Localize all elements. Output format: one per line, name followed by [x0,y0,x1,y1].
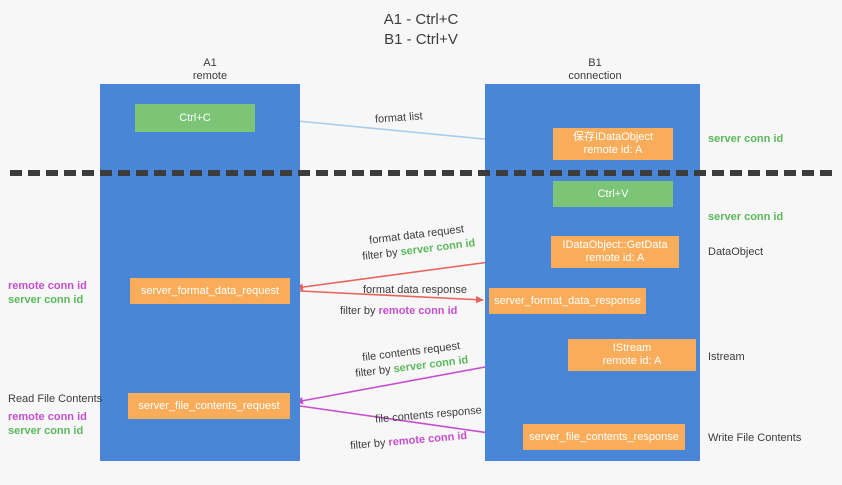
annotation-server-conn-id-mid: server conn id [708,211,784,223]
phase-divider [10,170,832,176]
annotation-istream: Istream [708,351,745,363]
node-server-file-contents-request[interactable]: server_file_contents_request [128,393,290,419]
filter-prefix: filter by [340,305,379,317]
annotation-read-file-contents: Read File Contents [8,393,103,405]
annotation-dataobject: DataObject [708,246,764,258]
node-server-file-contents-response[interactable]: server_file_contents_response [523,424,685,450]
filter-prefix: filter by [354,363,395,380]
annotation-remote-conn-id: remote conn id [8,411,87,423]
page-title: A1 - Ctrl+C B1 - Ctrl+V [383,11,459,48]
node-idataobject-getdata[interactable]: IDataObject::GetData remote id: A [551,236,679,268]
edge-label-format-data-response: format data response [363,284,467,296]
node-ctrl-v[interactable]: Ctrl+V [553,181,673,207]
arrow-format-data-response [299,290,484,304]
filter-prefix: filter by [349,436,390,453]
node-save-idataobject[interactable]: 保存IDataObject remote id: A [553,128,673,160]
arrow-file-contents-response [299,405,518,440]
annotation-server-conn-id-top: server conn id [708,133,784,145]
annotation-remote-conn-id: remote conn id [8,280,87,292]
lane-header-b1: B1 connection [568,57,622,82]
edge-label-format-data-response-filter: filter by remote conn id [340,304,457,319]
annotation-write-file-contents: Write File Contents [708,432,802,444]
node-server-format-data-response[interactable]: server_format_data_response [489,288,646,314]
annotation-server-conn-id: server conn id [8,425,84,437]
node-server-format-data-request[interactable]: server_format_data_request [130,278,290,304]
lane-header-a1: A1 remote [192,57,228,82]
annotation-conn-pair-bottom: remote conn id server conn id [8,410,87,438]
node-istream[interactable]: IStream remote id: A [568,339,696,371]
node-ctrl-c[interactable]: Ctrl+C [135,104,255,132]
filter-prefix: filter by [361,246,402,263]
annotation-conn-pair-top: remote conn id server conn id [8,279,87,307]
filter-key-remote-conn-id: remote conn id [378,305,458,317]
annotation-server-conn-id: server conn id [8,294,84,306]
